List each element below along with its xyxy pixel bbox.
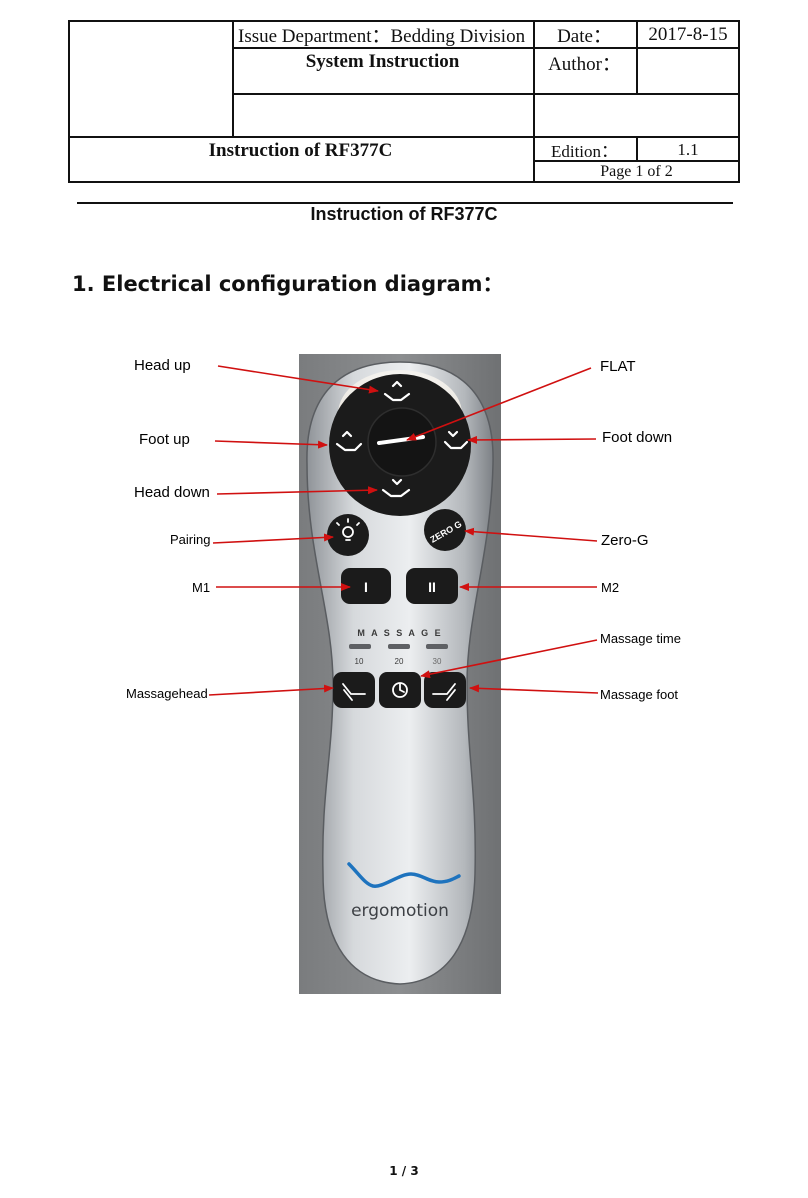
edition-label: Edition： bbox=[533, 138, 636, 161]
timer-10: 10 bbox=[355, 657, 364, 666]
m2-button-text: II bbox=[428, 579, 436, 595]
label-flat: FLAT bbox=[600, 358, 636, 375]
date-label: Date： bbox=[533, 22, 636, 47]
label-foot-down: Foot down bbox=[602, 429, 672, 446]
label-massagehead: Massagehead bbox=[126, 686, 208, 701]
document-title: Instruction of RF377C bbox=[68, 138, 533, 164]
label-pairing: Pairing bbox=[170, 532, 210, 547]
edition-value: 1.1 bbox=[636, 138, 740, 161]
page-number: 1 / 3 bbox=[0, 1164, 808, 1178]
section-heading: 1. Electrical configuration diagram： bbox=[72, 268, 504, 298]
page-indicator: Page 1 of 2 bbox=[533, 161, 740, 182]
system-instruction: System Instruction bbox=[232, 49, 533, 75]
date-value: 2017-8-15 bbox=[636, 22, 740, 47]
label-massage-foot: Massage foot bbox=[600, 687, 678, 702]
remote-control-image: ZERO G I II M A S S A G E 10 20 30 ergom… bbox=[299, 354, 501, 994]
label-head-up: Head up bbox=[134, 357, 191, 374]
label-zero-g: Zero-G bbox=[601, 532, 649, 549]
massage-letters: M A S S A G E bbox=[357, 628, 442, 638]
timer-20: 20 bbox=[395, 657, 404, 666]
label-m1: M1 bbox=[192, 580, 210, 595]
brand-logo-text: ergomotion bbox=[351, 901, 449, 921]
issue-department: Issue Department：Bedding Division bbox=[238, 22, 525, 47]
subtitle: Instruction of RF377C bbox=[0, 204, 808, 225]
author-label: Author： bbox=[533, 49, 636, 75]
label-massage-time: Massage time bbox=[600, 631, 681, 646]
label-foot-up: Foot up bbox=[139, 431, 190, 448]
label-head-down: Head down bbox=[134, 484, 210, 501]
author-value bbox=[636, 49, 740, 75]
label-m2: M2 bbox=[601, 580, 619, 595]
m1-button-text: I bbox=[364, 579, 368, 595]
timer-30: 30 bbox=[433, 657, 442, 666]
